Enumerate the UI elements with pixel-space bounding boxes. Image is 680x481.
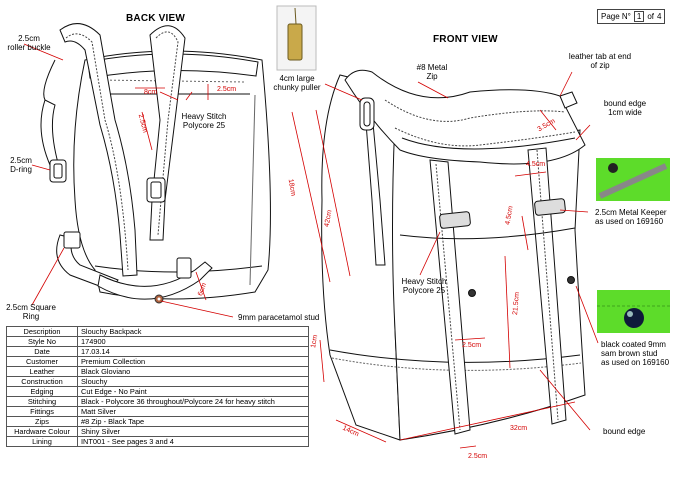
callout-bound-edge-bottom: bound edge [603, 427, 646, 436]
callout-square-ring: 2.5cm Square Ring [6, 303, 56, 321]
spec-key: Description [6, 326, 78, 337]
page-total: 4 [657, 12, 662, 21]
spec-key: Fittings [6, 406, 78, 417]
spec-key: Lining [6, 436, 78, 447]
front-view-title: FRONT VIEW [433, 34, 498, 45]
page-current: 1 [633, 11, 645, 22]
dim-front-32cm: 32cm [510, 425, 528, 432]
front-strap-right [527, 147, 567, 425]
front-keeper-left [439, 211, 471, 229]
spec-value: 17.03.14 [77, 346, 309, 357]
photo-puller [276, 5, 317, 71]
spec-value: Shiny Silver [77, 426, 309, 437]
callout-puller: 4cm large chunky puller [273, 74, 321, 92]
back-view-title: BACK VIEW [126, 13, 186, 24]
front-keeper-right [534, 198, 566, 216]
dim-front-2-5cm-bottom: 2.5cm [468, 453, 488, 460]
photo-metal-keeper [596, 158, 670, 201]
callout-leather-tab: leather tab at end of zip [568, 52, 632, 70]
spec-value: Matt Silver [77, 406, 309, 417]
back-dimension-lines [23, 43, 234, 318]
callout-roller-buckle: 2.5cm roller buckle [7, 34, 51, 52]
spec-key: Construction [6, 376, 78, 387]
spec-key: Edging [6, 386, 78, 397]
callout-heavy-stitch-front: Heavy Stitch Polycore 25 [401, 277, 447, 295]
dim-front-4-5cm-a: 4.5cm [526, 161, 546, 168]
back-square-ring [63, 231, 81, 249]
front-view-bag [321, 69, 586, 441]
callout-sam-brown-stud: black coated 9mm sam brown stud as used … [601, 340, 670, 367]
spec-value: INT001 - See pages 3 and 4 [77, 436, 309, 447]
spec-value: Slouchy [77, 376, 309, 387]
callout-bound-edge-top: bound edge 1cm wide [603, 99, 647, 117]
spec-key: Hardware Colour [6, 426, 78, 437]
spec-key: Leather [6, 366, 78, 377]
callout-d-ring: 2.5cm D-ring [10, 156, 32, 174]
spec-value: Slouchy Backpack [77, 326, 309, 337]
spec-value: Black Gloviano [77, 366, 309, 377]
callout-heavy-stitch-back: Heavy Stitch Polycore 25 [181, 112, 227, 130]
spec-value: Cut Edge - No Paint [77, 386, 309, 397]
dim-back-8cm: 8cm [144, 89, 158, 96]
spec-key: Date [6, 346, 78, 357]
callout-metal-keeper: 2.5cm Metal Keeper as used on 169160 [595, 208, 667, 226]
spec-key: Style No [6, 336, 78, 347]
front-stud-right [567, 276, 575, 284]
spec-value: Premium Collection [77, 356, 309, 367]
front-top-flap [344, 69, 586, 165]
table-row: Zips#8 Zip - Black Tape [6, 416, 309, 427]
back-strap-left [59, 23, 138, 277]
dim-front-2-5cm-mid: 2.5cm [462, 342, 482, 349]
page-label: Page N° [601, 12, 631, 21]
photo-sam-brown-stud [597, 290, 670, 333]
spec-value: Black - Polycore 36 throughout/Polycore … [77, 396, 309, 407]
page-of-label: of [647, 12, 655, 21]
callout-zip: #8 Metal Zip [416, 63, 448, 81]
callout-paracetamol-stud: 9mm paracetamol stud [238, 313, 320, 322]
spec-value: 174900 [77, 336, 309, 347]
front-strap-left [429, 159, 471, 435]
spec-value: #8 Zip - Black Tape [77, 416, 309, 427]
spec-key: Customer [6, 356, 78, 367]
page-number-box: Page N° 1 of 4 [597, 9, 666, 24]
spec-key: Zips [6, 416, 78, 427]
dim-back-2-5cm-top: 2.5cm [217, 86, 237, 93]
front-stud-left [468, 289, 476, 297]
back-view-bag [40, 23, 271, 304]
front-dimension-lines [291, 71, 599, 449]
spec-key: Stitching [6, 396, 78, 407]
